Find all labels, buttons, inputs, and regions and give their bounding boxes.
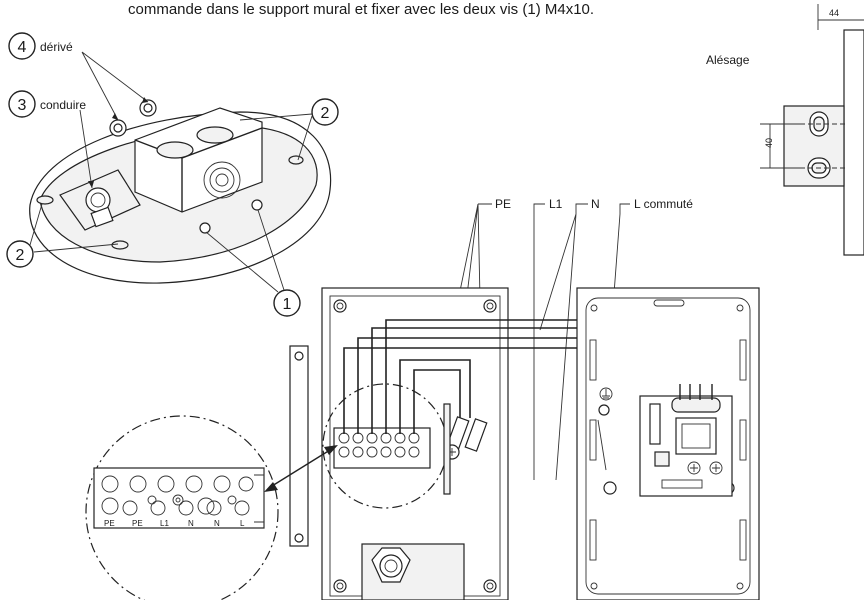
bore-dim-width: 44: [829, 8, 839, 18]
callout-2-top: 2: [239, 98, 339, 161]
instruction-text: commande dans le support mural et fixer …: [128, 1, 594, 18]
terminal-label-l1: L1: [160, 519, 169, 528]
callout-3: 3 conduire: [8, 90, 94, 189]
terminal-label-pe-1: PE: [104, 519, 115, 528]
label-l-switched: L commuté: [634, 197, 693, 211]
callout-2-bottom: 2: [6, 203, 119, 268]
label-l1: L1: [549, 197, 563, 211]
terminal-magnified-detail: PE PE L1 N N L: [85, 415, 338, 600]
bore-title: Alésage: [706, 53, 750, 67]
bore-dim-spacing: 40: [764, 138, 774, 148]
callout-3-label: conduire: [40, 98, 86, 112]
label-pe: PE: [495, 197, 511, 211]
callout-2-top-number: 2: [321, 105, 330, 122]
callout-4: 4 dérivé: [8, 32, 149, 121]
housing-3d-illustration: [29, 99, 332, 284]
terminal-label-n-2: N: [214, 519, 220, 528]
callout-1: 1: [205, 209, 301, 317]
callout-2-bottom-number: 2: [16, 247, 25, 264]
callout-3-number: 3: [18, 97, 27, 114]
bore-detail: Alésage 44 40: [706, 4, 864, 256]
callout-4-label: dérivé: [40, 40, 73, 54]
terminal-label-l: L: [240, 519, 245, 528]
right-housing: [576, 287, 760, 600]
callout-4-number: 4: [18, 39, 27, 56]
callout-1-number: 1: [283, 296, 292, 313]
terminal-label-pe-2: PE: [132, 519, 143, 528]
label-n: N: [591, 197, 600, 211]
terminal-label-n-1: N: [188, 519, 194, 528]
left-housing: [289, 287, 713, 600]
